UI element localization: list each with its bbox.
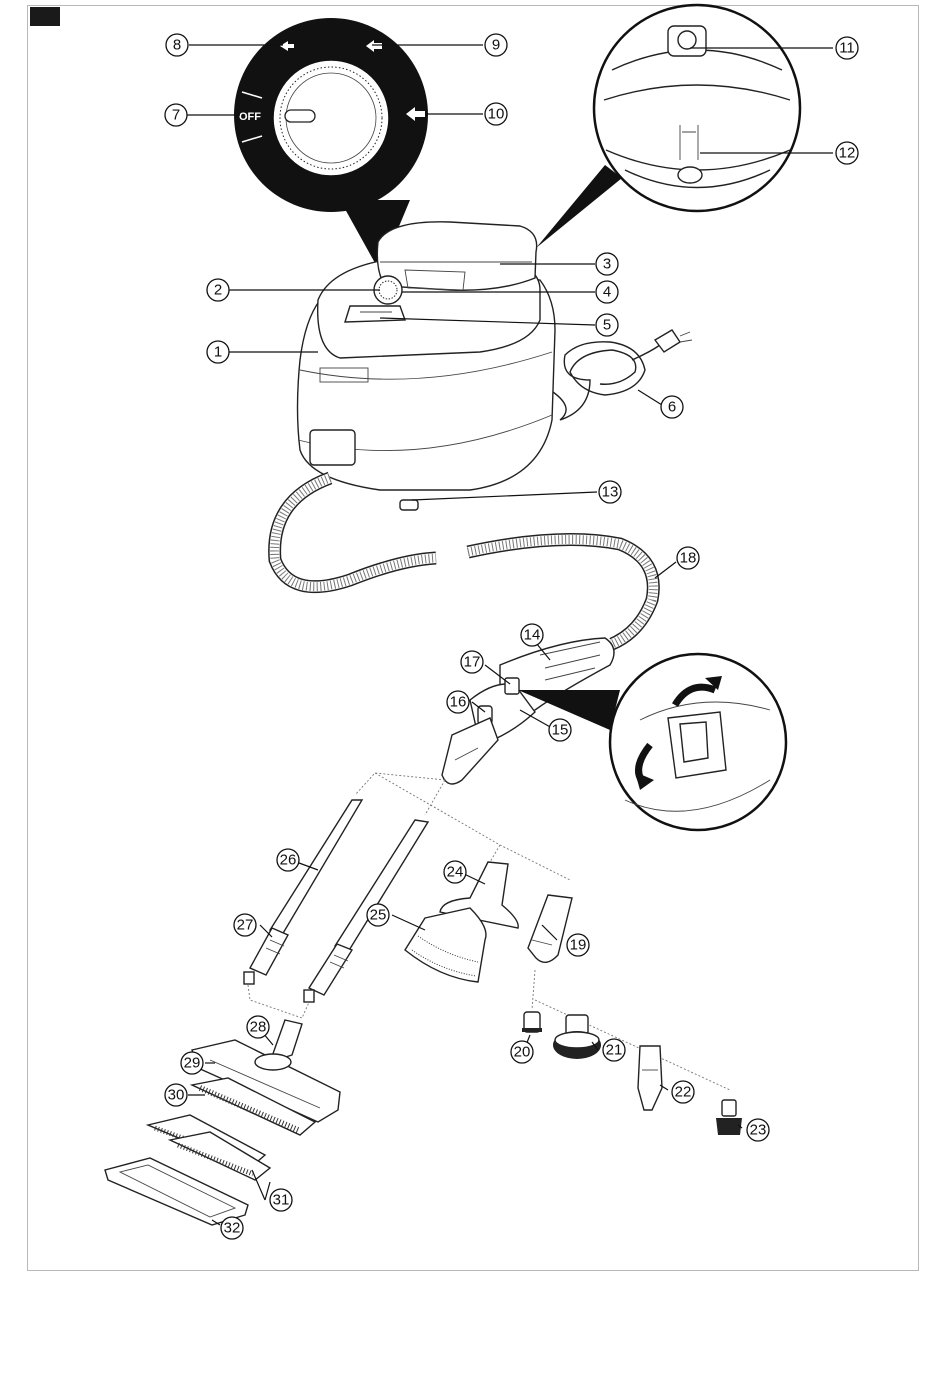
svg-text:23: 23 <box>750 1122 767 1139</box>
svg-text:30: 30 <box>168 1087 185 1104</box>
svg-text:29: 29 <box>184 1055 201 1072</box>
callout-14: 14 <box>521 624 543 646</box>
callout-23: 23 <box>747 1119 769 1141</box>
svg-text:31: 31 <box>273 1192 290 1209</box>
svg-text:3: 3 <box>603 256 611 273</box>
svg-text:28: 28 <box>250 1019 267 1036</box>
callout-12: 12 <box>836 142 858 164</box>
callout-11: 11 <box>836 37 858 59</box>
callout-18: 18 <box>677 547 699 569</box>
callout-15: 15 <box>549 719 571 741</box>
power-nozzle <box>638 1046 662 1110</box>
callout-13: 13 <box>599 481 621 503</box>
callout-4: 4 <box>596 281 618 303</box>
svg-text:7: 7 <box>172 107 180 124</box>
svg-text:4: 4 <box>603 284 611 301</box>
svg-text:5: 5 <box>603 317 611 334</box>
svg-text:12: 12 <box>839 145 856 162</box>
switch-magnifier <box>610 654 786 830</box>
callout-32: 32 <box>221 1217 243 1239</box>
callout-17: 17 <box>461 651 483 673</box>
svg-text:17: 17 <box>464 654 481 671</box>
callout-16: 16 <box>447 691 469 713</box>
callout-26: 26 <box>277 849 299 871</box>
svg-text:15: 15 <box>552 722 569 739</box>
callout-6: 6 <box>661 396 683 418</box>
rear-detail-magnifier <box>536 5 800 248</box>
callout-28: 28 <box>247 1016 269 1038</box>
svg-text:6: 6 <box>668 399 676 416</box>
svg-text:21: 21 <box>606 1042 623 1059</box>
callout-9: 9 <box>485 34 507 56</box>
svg-text:16: 16 <box>450 694 467 711</box>
callout-27: 27 <box>234 914 256 936</box>
svg-text:18: 18 <box>680 550 697 567</box>
trigger-lock-switch <box>505 678 519 694</box>
callout-30: 30 <box>165 1084 187 1106</box>
callout-24: 24 <box>444 861 466 883</box>
callout-8: 8 <box>166 34 188 56</box>
svg-text:10: 10 <box>488 106 505 123</box>
callout-5: 5 <box>596 314 618 336</box>
callout-22: 22 <box>672 1081 694 1103</box>
svg-text:22: 22 <box>675 1084 692 1101</box>
svg-text:2: 2 <box>214 282 222 299</box>
carpet-glider <box>105 1158 248 1225</box>
svg-text:24: 24 <box>447 864 464 881</box>
svg-text:20: 20 <box>514 1044 531 1061</box>
callout-20: 20 <box>511 1041 533 1063</box>
round-brush-large <box>553 1015 601 1059</box>
svg-text:14: 14 <box>524 627 541 644</box>
callout-31: 31 <box>270 1189 292 1211</box>
detail-nozzle <box>528 895 572 962</box>
svg-text:25: 25 <box>370 907 387 924</box>
callout-19: 19 <box>567 934 589 956</box>
detail-brush <box>716 1100 742 1135</box>
svg-text:26: 26 <box>280 852 297 869</box>
round-brush-small <box>522 1012 542 1032</box>
callout-2: 2 <box>207 279 229 301</box>
steam-cleaner-unit <box>298 222 693 510</box>
callout-21: 21 <box>603 1039 625 1061</box>
callout-7: 7 <box>165 104 187 126</box>
callout-1: 1 <box>207 341 229 363</box>
svg-text:19: 19 <box>570 937 587 954</box>
steam-hose <box>275 478 654 644</box>
svg-text:11: 11 <box>839 40 855 57</box>
dial-off-label: OFF <box>239 111 261 123</box>
svg-text:32: 32 <box>224 1220 241 1237</box>
callout-29: 29 <box>181 1052 203 1074</box>
callout-3: 3 <box>596 253 618 275</box>
svg-text:13: 13 <box>602 484 619 501</box>
svg-text:9: 9 <box>492 37 500 54</box>
callout-10: 10 <box>485 103 507 125</box>
svg-text:8: 8 <box>173 37 181 54</box>
svg-text:1: 1 <box>214 344 222 361</box>
dial-pointer <box>285 110 315 122</box>
callout-25: 25 <box>367 904 389 926</box>
svg-text:27: 27 <box>237 917 254 934</box>
